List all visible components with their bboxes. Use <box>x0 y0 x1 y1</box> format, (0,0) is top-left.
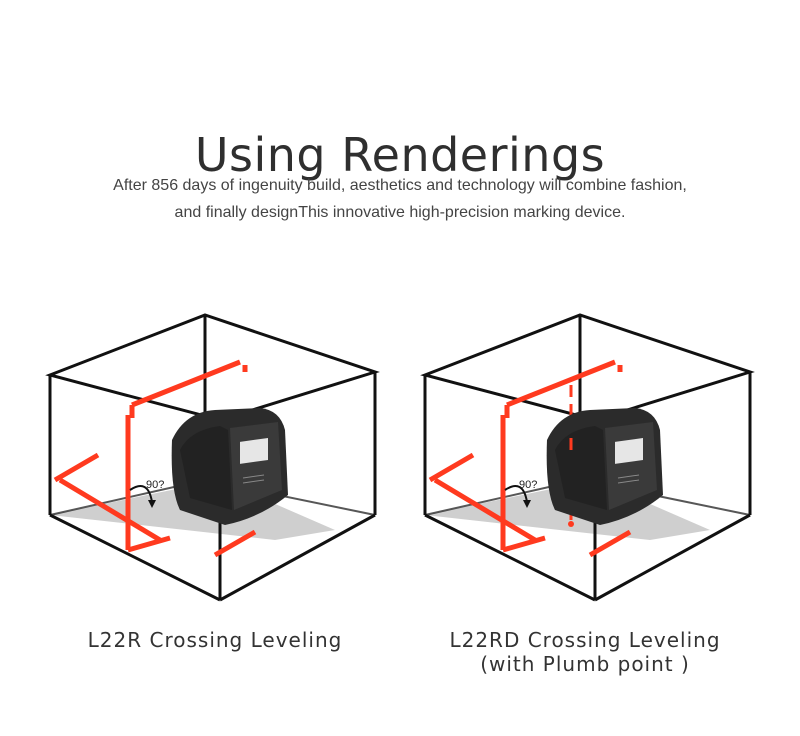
caption-line: L22R Crossing Leveling <box>87 628 343 652</box>
room-illustration: 90? <box>420 313 755 602</box>
rendering-l22rd: 90? <box>415 300 755 620</box>
box-edge <box>424 513 596 602</box>
arrow-head-icon <box>148 500 156 508</box>
box-edge <box>219 513 376 602</box>
box-edge <box>594 513 751 602</box>
box-top <box>420 313 755 422</box>
angle-label: 90? <box>146 479 164 491</box>
angle-label: 90? <box>519 479 537 491</box>
box-top <box>45 313 380 422</box>
caption-line: L22RD Crossing Leveling <box>449 628 721 652</box>
caption-l22rd: L22RD Crossing Leveling (with Plumb poin… <box>395 628 775 676</box>
page-title: Using Renderings <box>194 127 606 182</box>
box-edge <box>49 513 221 602</box>
intro-text: After 856 days of ingenuity build, aesth… <box>40 172 760 226</box>
rendering-l22r: 90? <box>40 300 380 620</box>
room-illustration: 90? <box>45 313 380 602</box>
caption-l22r: L22R Crossing Leveling <box>25 628 405 652</box>
laser-device-icon <box>546 408 663 525</box>
laser-device-icon <box>171 408 288 525</box>
laser-lines <box>428 359 632 558</box>
intro-line: and finally designThis innovative high-p… <box>174 204 626 221</box>
intro-line: After 856 days of ingenuity build, aesth… <box>113 177 687 194</box>
rotation-arrow-icon <box>504 485 528 503</box>
rotation-arrow-icon <box>129 485 153 503</box>
plumb-point-dot <box>568 521 574 527</box>
caption-line: (with Plumb point ) <box>480 652 690 676</box>
arrow-head-icon <box>523 500 531 508</box>
laser-lines <box>53 359 257 558</box>
